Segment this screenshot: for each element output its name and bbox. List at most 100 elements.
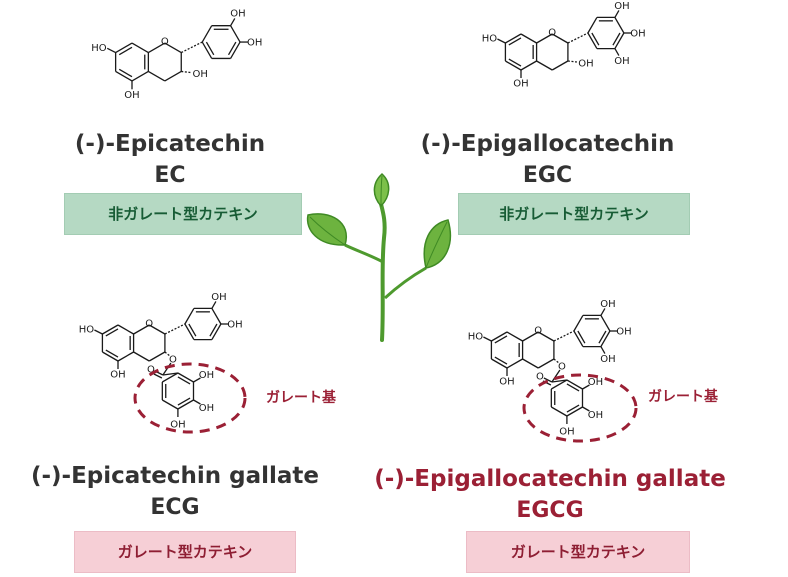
bond-line (164, 351, 171, 357)
bond-line (105, 328, 119, 337)
bond-line (537, 358, 555, 369)
tea-leaf-icon (306, 172, 452, 342)
bond-line (566, 406, 583, 417)
atom-label: OH (199, 403, 214, 414)
bond-line (567, 32, 589, 44)
bond-line (164, 42, 182, 54)
atom-label: O (558, 362, 566, 373)
bond-line (536, 33, 553, 44)
compound-name-egcg: (-)-Epigallocatechin gallate (374, 466, 726, 492)
bond-line (520, 60, 537, 71)
bond-line (105, 349, 119, 358)
atom-label: OH (170, 420, 185, 431)
bond-line (494, 356, 508, 365)
gallate-group-circle-ecg (133, 362, 247, 434)
bond-line (497, 38, 506, 44)
bond-line (573, 315, 584, 332)
bond-line (491, 331, 508, 342)
atom-label: OH (124, 90, 139, 101)
atom-label: OH (600, 354, 615, 365)
bond-line (117, 351, 134, 362)
bond-line (148, 42, 166, 54)
bond-line (522, 358, 539, 369)
bond-line (184, 308, 195, 325)
bond-line (133, 324, 150, 335)
bond-line (211, 308, 222, 325)
bond-line (184, 323, 195, 340)
atom-label: OH (192, 69, 207, 80)
atom-label: OH (211, 292, 226, 303)
bond-line (537, 331, 555, 342)
bond-line (508, 37, 522, 46)
bond-line (505, 33, 522, 44)
bond-line (566, 379, 583, 390)
bond-line (577, 330, 586, 344)
bond-line (614, 10, 620, 18)
atom-label: OH (630, 29, 645, 40)
bond-line (566, 383, 580, 392)
atom-label: OH (588, 410, 603, 421)
bond-line (131, 70, 149, 82)
bond-line (162, 362, 172, 376)
bond-line (582, 384, 590, 390)
bond-line (582, 406, 590, 412)
bond-line (193, 377, 201, 383)
bond-line (118, 68, 133, 78)
type-badge-egc: 非ガレート型カテキン (458, 193, 690, 235)
bond-line (566, 404, 580, 413)
bond-line (180, 41, 203, 54)
bond-line (600, 315, 611, 332)
bond-line (551, 33, 569, 44)
atom-label: O (147, 365, 155, 376)
bond-line (118, 46, 133, 56)
bond-line (520, 33, 537, 44)
bond-line (505, 60, 522, 71)
bond-line (177, 376, 191, 385)
bond-line (177, 397, 191, 406)
bond-line (614, 17, 625, 34)
bond-line (230, 18, 236, 27)
bond-line (553, 358, 560, 364)
bond-line (177, 399, 194, 410)
bond-line (587, 32, 598, 49)
type-badge-egcg: ガレート型カテキン (466, 531, 690, 573)
bond-line (522, 331, 539, 342)
bond-line (550, 406, 568, 417)
type-badge-ecg: ガレート型カテキン (74, 531, 296, 573)
atom-label: O (161, 37, 169, 48)
bond-line (148, 324, 166, 335)
atom-label: O (169, 355, 177, 366)
bond-line (153, 373, 163, 379)
bond-line (230, 41, 241, 59)
bond-line (612, 32, 621, 46)
bond-line (550, 379, 568, 390)
bond-line (148, 351, 166, 362)
bond-line (102, 324, 119, 335)
bond-line (536, 60, 553, 71)
bond-line (211, 301, 217, 309)
atom-label: OH (247, 38, 262, 49)
bond-line (543, 377, 553, 383)
bond-line (161, 399, 179, 410)
bond-line (551, 369, 561, 383)
bond-line (551, 379, 567, 383)
bond-line (553, 330, 575, 342)
bond-line (193, 399, 201, 405)
bond-line (230, 25, 241, 43)
bond-line (600, 308, 606, 316)
atom-label: OH (578, 59, 593, 70)
atom-label: OH (600, 299, 615, 310)
bond-line (115, 42, 133, 54)
bond-line (483, 336, 492, 342)
bond-line (567, 60, 577, 63)
atom-label: O (548, 28, 556, 39)
bond-line (201, 25, 213, 43)
bond-line (614, 32, 625, 49)
bond-line (508, 58, 522, 67)
bond-line (102, 351, 119, 362)
atom-label: OH (199, 370, 214, 381)
atom-label: O (534, 326, 542, 337)
